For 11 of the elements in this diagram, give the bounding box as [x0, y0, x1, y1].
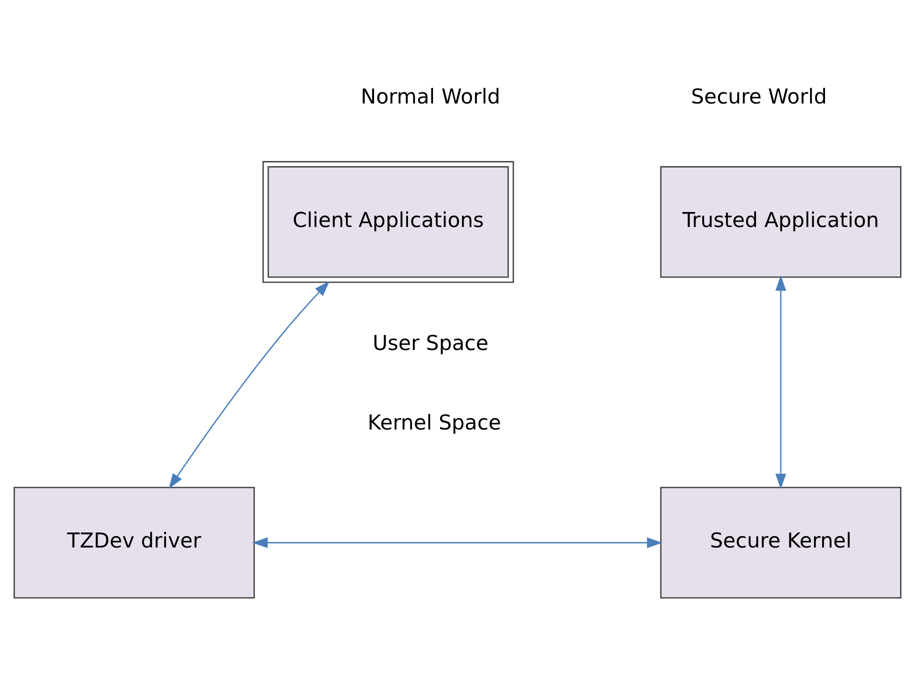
label: User Space	[372, 330, 488, 355]
node-box: Secure Kernel	[660, 486, 901, 598]
arrow	[774, 274, 786, 489]
label: Normal World	[360, 84, 500, 108]
node-box: TZDev driver	[13, 486, 254, 598]
label: Kernel Space	[367, 410, 501, 434]
arrow	[252, 536, 662, 548]
arrow	[168, 280, 330, 488]
node-box: Client Applications	[262, 160, 514, 282]
node-box: Trusted Application	[660, 166, 901, 278]
label: Secure World	[690, 84, 826, 108]
